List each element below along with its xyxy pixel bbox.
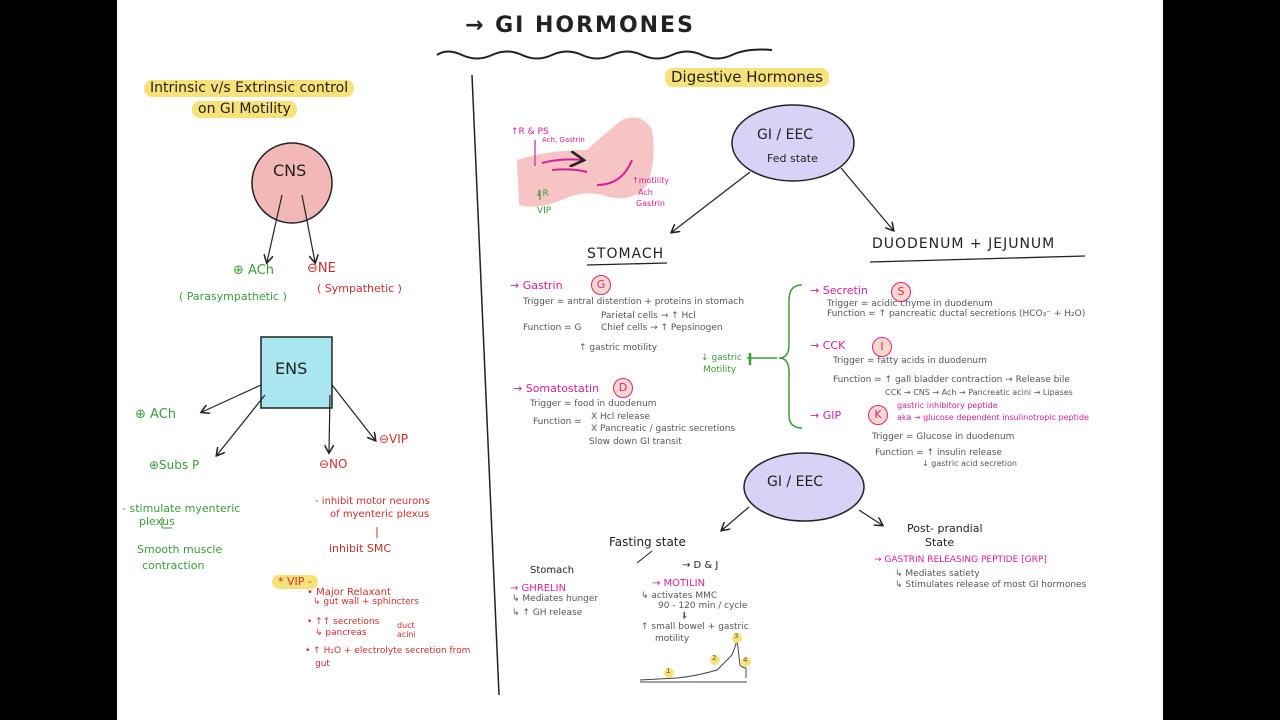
vip-point2b: ↳ pancreas bbox=[315, 628, 367, 638]
cck-badge: I bbox=[872, 337, 892, 357]
gastric-motility-1: ↓ gastric bbox=[701, 353, 742, 363]
vip-box: * VIP - bbox=[272, 575, 318, 590]
grp-title: → GASTRIN RELEASING PEPTIDE [GRP] bbox=[874, 555, 1047, 565]
gastrin-f1: Parietal cells → ↑ Hcl bbox=[601, 311, 696, 321]
stimulate-line1: - stimulate myenteric bbox=[122, 502, 241, 515]
notes-page: → GI HORMONES Intrinsic v/s Extrinsic co… bbox=[117, 0, 1163, 720]
sympathetic: ( Sympathetic ) bbox=[317, 282, 402, 295]
ghrelin-1: ↳ Mediates hunger bbox=[512, 594, 599, 604]
gip-function1: Function = ↑ insulin release bbox=[875, 448, 1002, 458]
inhibit-line2: of myenteric plexus bbox=[330, 509, 430, 520]
somatostatin-title: → Somatostatin bbox=[513, 382, 600, 395]
gastrin-f3: ↑ gastric motility bbox=[579, 343, 658, 353]
ghrelin-title: → GHRELIN bbox=[510, 583, 567, 594]
stomach-label-r-ps: ↑R & PS bbox=[511, 127, 549, 137]
gip-function2: ↓ gastric acid secretion bbox=[922, 459, 1017, 468]
stimulate-line2: plexus bbox=[139, 515, 175, 528]
mmc-phase-4: 4 bbox=[743, 656, 748, 664]
somatostatin-f1: X Hcl release bbox=[591, 412, 650, 422]
ach-plus: ⊕ ACh bbox=[233, 263, 275, 278]
somatostatin-f2: X Pancreatic / gastric secretions bbox=[591, 424, 736, 434]
motilin-1: ↳ activates MMC bbox=[641, 591, 718, 601]
gip-name2: aka → glucose dependent insulinotropic p… bbox=[897, 413, 1089, 422]
vip-duct: duct bbox=[397, 621, 415, 630]
parasympathetic: ( Parasympathetic ) bbox=[179, 290, 287, 303]
stomach-label-ach-gastrin: Ach, Gastrin bbox=[542, 136, 585, 144]
cck-function2: CCK → CNS → Ach → Pancreatic acini → Lip… bbox=[885, 388, 1073, 397]
ghrelin-2: ↳ ↑ GH release bbox=[512, 608, 583, 618]
gastrin-trigger: Trigger = antral distention + proteins i… bbox=[523, 297, 745, 307]
gi-eec-bottom: GI / EEC bbox=[767, 474, 824, 490]
gastrin-f2: Chief cells → ↑ Pepsinogen bbox=[601, 323, 723, 333]
motilin-5: motility bbox=[655, 634, 690, 644]
postprandial-2: State bbox=[925, 536, 955, 549]
vip-point3: • ↑ H₂O + electrolyte secretion from bbox=[305, 646, 471, 656]
gastric-motility-2: Motility bbox=[703, 365, 737, 375]
stomach-label-vip: VIP bbox=[537, 206, 552, 216]
ne-minus: ⊖NE bbox=[307, 261, 336, 276]
duodenum-heading: DUODENUM + JEJUNUM bbox=[872, 236, 1056, 252]
mmc-phase-1: 1 bbox=[666, 667, 671, 675]
postprandial-1: Post- prandial bbox=[907, 522, 983, 535]
diagram-lines bbox=[161, 48, 1086, 696]
stomach-label-down-r: ↓R bbox=[535, 189, 549, 199]
motilin-3: ↓ bbox=[681, 611, 689, 621]
grp-1: ↳ Mediates satiety bbox=[895, 569, 980, 579]
gastrin-function: Function = G bbox=[523, 323, 582, 333]
vip-point3b: gut bbox=[315, 659, 330, 669]
cck-function1: Function = ↑ gall bladder contraction → … bbox=[833, 375, 1070, 385]
vip-acini: acini bbox=[397, 630, 416, 639]
gip-title: → GIP bbox=[810, 409, 842, 422]
inhibit-smc: inhibit SMC bbox=[329, 542, 392, 555]
ens-ach: ⊕ ACh bbox=[135, 407, 177, 422]
gastrin-title: → Gastrin bbox=[510, 279, 563, 292]
ens-label: ENS bbox=[275, 359, 308, 378]
digestive-hormones-heading: Digestive Hormones bbox=[665, 68, 829, 87]
left-heading-line1: Intrinsic v/s Extrinsic control bbox=[144, 80, 355, 98]
smooth-muscle-line2: contraction bbox=[142, 559, 205, 572]
gip-badge: K bbox=[868, 405, 888, 425]
secretin-badge: S bbox=[891, 282, 911, 302]
somatostatin-f3: Slow down GI transit bbox=[589, 437, 682, 447]
cns-label: CNS bbox=[273, 161, 307, 180]
stomach-label-gastrin: Gastrin bbox=[636, 199, 665, 208]
secretin-trigger: Trigger = acidic chyme in duodenum bbox=[827, 299, 993, 309]
fasting-state: Fasting state bbox=[609, 535, 686, 549]
left-heading-line2: on GI Motility bbox=[192, 101, 297, 119]
gip-trigger: Trigger = Glucose in duodenum bbox=[872, 432, 1015, 442]
somatostatin-function: Function = bbox=[533, 417, 582, 427]
page-title: → GI HORMONES bbox=[465, 13, 695, 38]
stomach-label-ach: Ach bbox=[638, 188, 653, 197]
grp-2: ↳ Stimulates release of most GI hormones bbox=[895, 580, 1087, 590]
vip-point1: • Major Relaxant bbox=[307, 587, 391, 598]
cck-title: → CCK bbox=[810, 339, 846, 352]
gastrin-badge: G bbox=[591, 275, 611, 295]
ens-subs-p: ⊕Subs P bbox=[149, 458, 200, 472]
gip-name1: gastric inhibitory peptide bbox=[897, 401, 998, 410]
gi-eec-top: GI / EEC bbox=[757, 127, 814, 143]
mmc-phase-2: 2 bbox=[712, 654, 717, 662]
mmc-phase-3: 3 bbox=[734, 632, 739, 640]
d-and-j: → D & J bbox=[682, 560, 719, 571]
secretin-function: Function = ↑ pancreatic ductal secretion… bbox=[827, 309, 1086, 319]
ens-no: ⊖NO bbox=[319, 457, 348, 471]
stomach-label-motility: ↑motility bbox=[632, 176, 670, 185]
vip-point1b: ↳ gut wall + sphincters bbox=[313, 597, 420, 607]
motilin-title: → MOTILIN bbox=[652, 578, 706, 589]
inhibit-line1: - inhibit motor neurons bbox=[315, 496, 430, 507]
motilin-4: ↑ small bowel + gastric bbox=[641, 622, 749, 632]
cck-trigger: Trigger = fatty acids in duodenum bbox=[833, 356, 987, 366]
smooth-muscle-line1: Smooth muscle bbox=[137, 543, 223, 556]
somatostatin-badge: D bbox=[613, 378, 633, 398]
stomach-heading: STOMACH bbox=[587, 246, 665, 262]
stomach-fasting: Stomach bbox=[530, 565, 575, 576]
vip-point2: • ↑↑ secretions bbox=[307, 617, 380, 627]
somatostatin-trigger: Trigger = food in duodenum bbox=[530, 399, 657, 409]
ens-vip: ⊖VIP bbox=[379, 432, 409, 446]
motilin-2: 90 - 120 min / cycle bbox=[658, 601, 748, 611]
secretin-title: → Secretin bbox=[810, 284, 868, 297]
fed-state: Fed state bbox=[767, 152, 818, 165]
